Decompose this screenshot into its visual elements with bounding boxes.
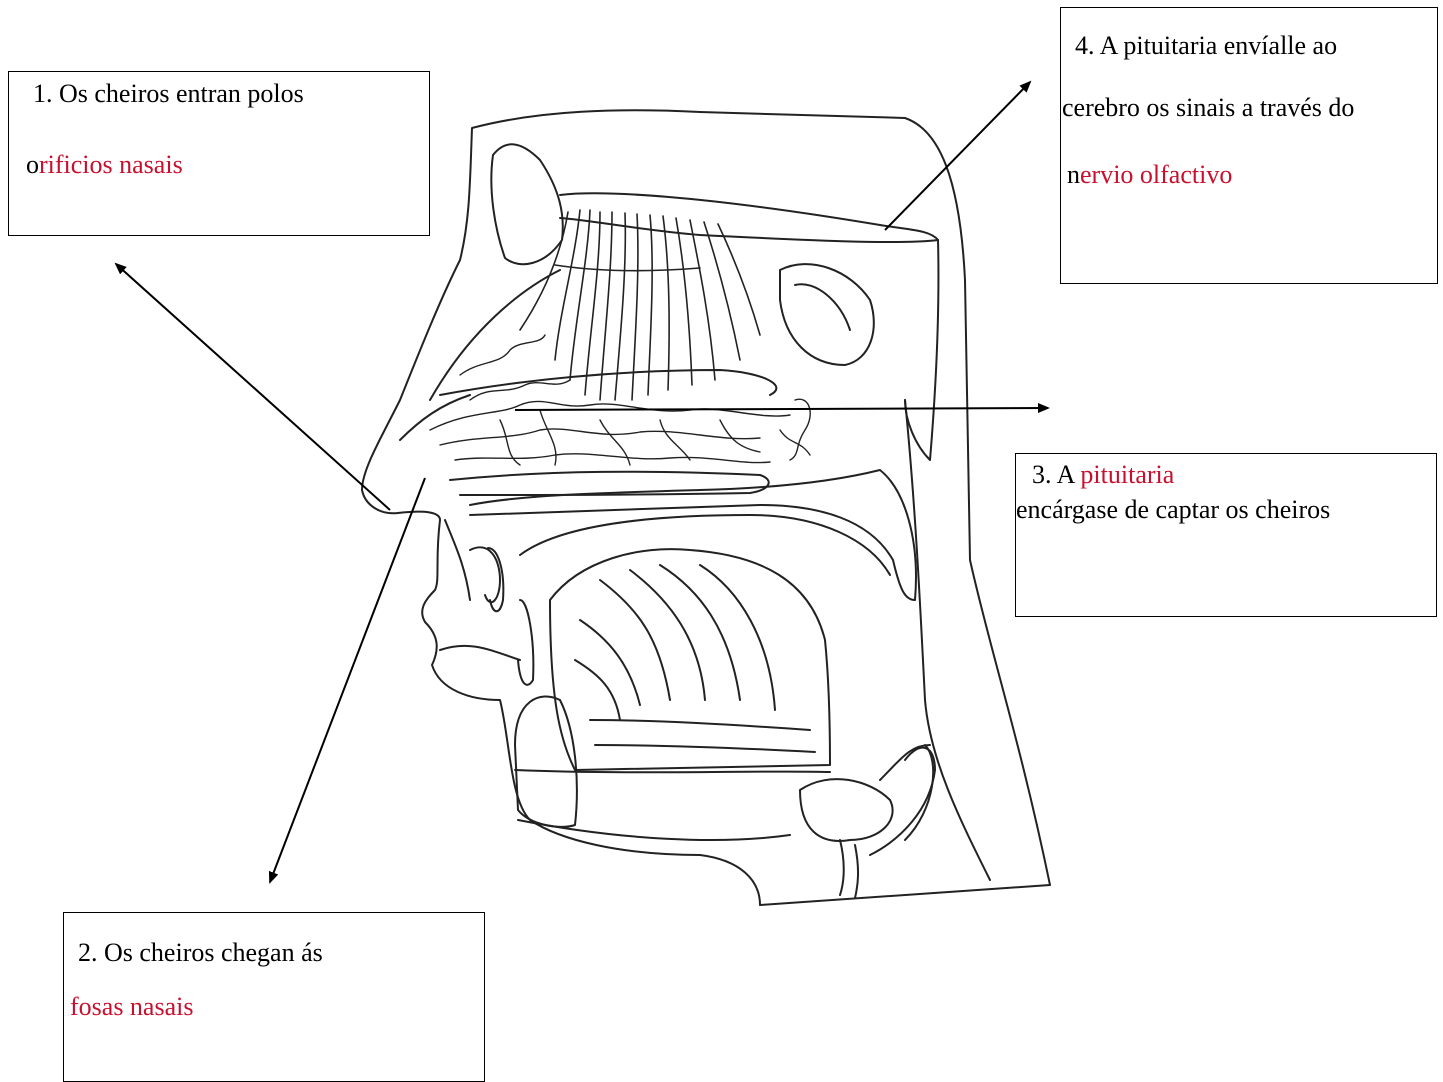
box3-line1-highlight: pituitaria: [1080, 460, 1174, 489]
box2-line1: 2. Os cheiros chegan ás: [78, 940, 323, 966]
pharynx-wall: [905, 400, 990, 880]
epiglottis: [800, 779, 893, 841]
box4-line3-prefix: n: [1067, 160, 1080, 189]
box3-line1: 3. A pituitaria: [1032, 462, 1174, 488]
upper-lip: [470, 547, 500, 602]
arrow-to-box2: [270, 478, 425, 882]
oral-cavity: [520, 515, 890, 575]
turbinate-lower: [450, 472, 769, 495]
box1-line2-highlight: rificios nasais: [39, 150, 183, 179]
box4-line1: 4. A pituitaria envíalle ao: [1075, 33, 1337, 59]
cribriform-plate: [560, 193, 938, 242]
box2-line2-highlight: fosas nasais: [70, 994, 193, 1020]
box4-line3: nervio olfactivo: [1067, 162, 1232, 188]
arrow-to-box1: [116, 264, 390, 510]
teeth-lower: [518, 600, 533, 685]
box4-line3-highlight: ervio olfactivo: [1080, 160, 1232, 189]
box1-line1: 1. Os cheiros entran polos: [33, 81, 304, 107]
tongue: [550, 549, 830, 770]
inner-skull-line: [905, 240, 938, 460]
box3-line1-prefix: 3. A: [1032, 460, 1080, 489]
jaw: [515, 696, 577, 826]
box1-line2: orificios nasais: [26, 152, 183, 178]
hard-palate: [470, 470, 916, 600]
olfactory-membrane-network: [430, 335, 810, 465]
box4-line2: cerebro os sinais a través do: [1062, 95, 1354, 121]
box1-line2-prefix: o: [26, 150, 39, 179]
frontal-sinus: [491, 144, 562, 264]
sphenoid-sinus: [780, 264, 874, 365]
box3-line2: encárgase de captar os cheiros: [1016, 497, 1330, 523]
